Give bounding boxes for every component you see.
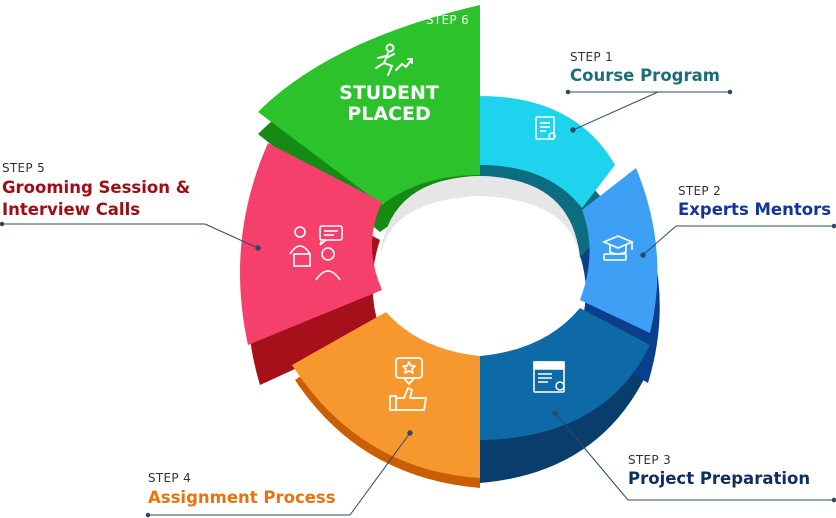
step3-label: STEP 3 <box>628 453 672 467</box>
segment-step1[interactable] <box>480 96 615 208</box>
segment-tops <box>239 5 658 478</box>
step3-title: Project Preparation <box>628 469 811 488</box>
step6-title-line1: STUDENT <box>339 82 439 104</box>
segment-step5[interactable] <box>239 143 382 345</box>
step1-label: STEP 1 <box>570 50 614 64</box>
step2-label: STEP 2 <box>678 184 722 198</box>
certificate-icon <box>535 116 556 140</box>
hole-inner-wall <box>380 176 580 262</box>
running-growth-icon <box>375 43 413 76</box>
center-hole <box>380 176 580 348</box>
segment-step4[interactable] <box>292 312 480 478</box>
step5-title-line1: Grooming Session & <box>2 178 191 197</box>
thumbs-up-star-icon <box>389 357 427 411</box>
step6-title-line2: PLACED <box>347 103 431 125</box>
interview-icon <box>289 225 343 281</box>
step5-title-line2: Interview Calls <box>2 200 141 219</box>
step6-label: STEP 6 <box>426 13 470 27</box>
step2-title: Experts Mentors <box>678 200 832 219</box>
leader-lines <box>0 89 836 518</box>
segment-step6[interactable] <box>258 5 480 205</box>
step5-label: STEP 5 <box>2 161 46 175</box>
project-report-icon <box>533 361 565 393</box>
graduation-cap-icon <box>601 235 635 261</box>
step4-title: Assignment Process <box>148 488 336 507</box>
step1-title: Course Program <box>570 66 720 85</box>
segment-step2[interactable] <box>580 168 658 333</box>
step4-label: STEP 4 <box>148 471 192 485</box>
segment-step3[interactable] <box>480 308 650 440</box>
